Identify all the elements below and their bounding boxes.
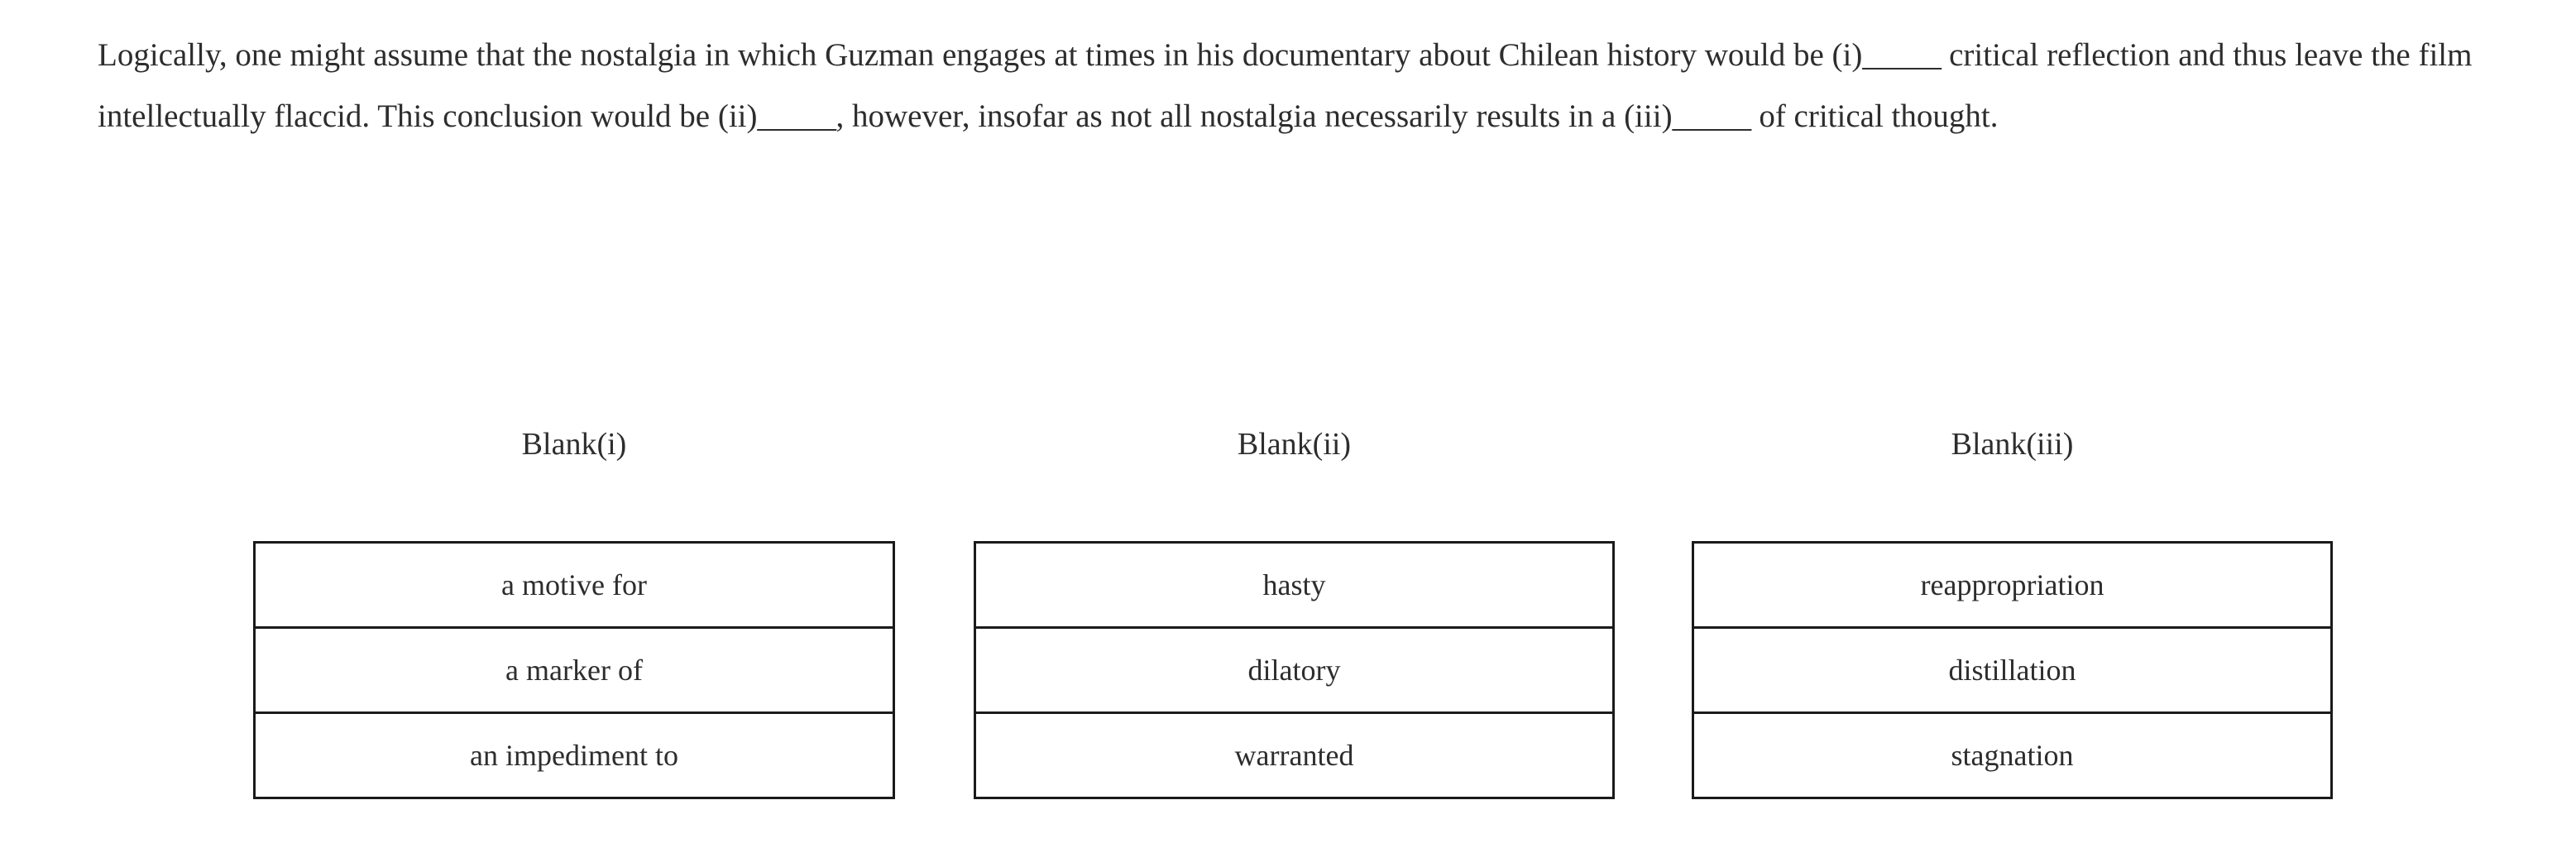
answer-option[interactable]: dilatory xyxy=(974,627,1614,714)
answer-option[interactable]: a marker of xyxy=(254,627,894,714)
answer-option[interactable]: hasty xyxy=(974,542,1614,629)
table-row[interactable]: hasty xyxy=(974,542,1614,629)
answer-option[interactable]: warranted xyxy=(1234,739,1354,772)
table-row[interactable]: a motive for xyxy=(254,542,894,629)
table-row[interactable]: dilatory xyxy=(974,627,1614,714)
answer-option[interactable]: an impediment to xyxy=(470,739,678,772)
blank-header-i: Blank(i) xyxy=(521,427,627,462)
passage-segment-2: critical reflection and thus leave the f… xyxy=(98,37,2473,134)
passage-segment-3: , however, insofar as not all nostalgia … xyxy=(836,98,1673,134)
answer-option[interactable]: distillation xyxy=(1693,627,2332,714)
table-row[interactable]: a marker of xyxy=(254,627,894,714)
blank-placeholder-ii: _____ xyxy=(757,98,836,134)
table-row[interactable]: stagnation xyxy=(1693,713,2332,798)
answer-options-table-ii: hasty dilatory warranted xyxy=(974,541,1615,799)
blank-header-iii: Blank(iii) xyxy=(1951,427,2074,462)
table-row[interactable]: distillation xyxy=(1693,627,2332,714)
blank-placeholder-iii: _____ xyxy=(1672,98,1752,134)
table-row[interactable]: reappropriation xyxy=(1693,542,2332,629)
question-passage: Logically, one might assume that the nos… xyxy=(98,25,2497,147)
answer-options-table-i: a motive for a marker of an impediment t… xyxy=(253,541,895,799)
answer-option[interactable]: a motive for xyxy=(254,542,894,629)
passage-segment-4: of critical thought. xyxy=(1750,98,1999,134)
passage-segment-1: Logically, one might assume that the nos… xyxy=(98,37,1863,73)
blank-placeholder-i: _____ xyxy=(1862,37,1942,73)
answer-options-table-iii: reappropriation distillation stagnation xyxy=(1692,541,2333,799)
table-row[interactable]: warranted xyxy=(975,713,1614,798)
answer-option[interactable]: reappropriation xyxy=(1693,542,2332,629)
answer-option[interactable]: stagnation xyxy=(1951,739,2074,772)
table-row[interactable]: an impediment to xyxy=(255,713,894,798)
blank-header-ii: Blank(ii) xyxy=(1237,427,1352,462)
